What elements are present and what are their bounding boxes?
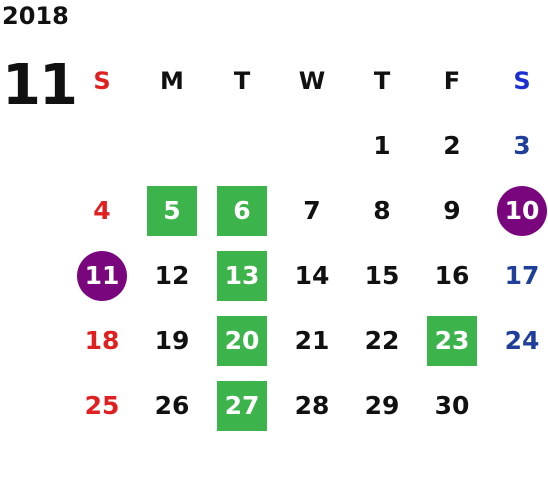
- day-number: 18: [84, 326, 120, 355]
- day-cell[interactable]: 15: [347, 243, 417, 308]
- calendar-month: 11: [2, 53, 78, 118]
- weekday-header-thu: T: [373, 66, 391, 95]
- day-number: 13: [217, 250, 267, 301]
- day-number: 5: [147, 185, 197, 236]
- day-cell[interactable]: 21: [277, 308, 347, 373]
- empty-day-cell: [67, 113, 137, 178]
- day-cell[interactable]: 17: [487, 243, 548, 308]
- day-number: [147, 121, 197, 171]
- day-cell[interactable]: 7: [277, 178, 347, 243]
- day-cell[interactable]: 27: [207, 373, 277, 438]
- day-cell[interactable]: 9: [417, 178, 487, 243]
- day-cell[interactable]: 22: [347, 308, 417, 373]
- day-number: 16: [434, 261, 470, 290]
- day-number: 10: [497, 185, 547, 236]
- day-cell[interactable]: 13: [207, 243, 277, 308]
- day-cell[interactable]: 20: [207, 308, 277, 373]
- day-cell[interactable]: 14: [277, 243, 347, 308]
- weekday-header-sat: S: [513, 66, 531, 95]
- day-cell[interactable]: 26: [137, 373, 207, 438]
- day-number: 9: [443, 196, 461, 225]
- day-cell[interactable]: 2: [417, 113, 487, 178]
- day-number: 12: [154, 261, 190, 290]
- day-cell[interactable]: 5: [137, 178, 207, 243]
- weekday-header-sun: S: [93, 66, 111, 95]
- day-number: 26: [154, 391, 190, 420]
- day-cell[interactable]: 28: [277, 373, 347, 438]
- day-cell[interactable]: 30: [417, 373, 487, 438]
- day-number: 27: [217, 380, 267, 431]
- day-number: 8: [373, 196, 391, 225]
- day-number: 14: [294, 261, 330, 290]
- weekday-header-tue: T: [233, 66, 251, 95]
- day-number: 11: [77, 250, 127, 301]
- weekday-header-fri: F: [443, 66, 461, 95]
- day-cell[interactable]: 29: [347, 373, 417, 438]
- day-number: 7: [303, 196, 321, 225]
- day-cell[interactable]: 12: [137, 243, 207, 308]
- day-number: 3: [513, 131, 531, 160]
- day-number: 2: [443, 131, 461, 160]
- day-number: 21: [294, 326, 330, 355]
- day-number: 28: [294, 391, 330, 420]
- weekday-header-wed: W: [298, 66, 326, 95]
- day-cell[interactable]: 1: [347, 113, 417, 178]
- day-cell[interactable]: 10: [487, 178, 548, 243]
- day-cell[interactable]: 4: [67, 178, 137, 243]
- day-number: 24: [504, 326, 540, 355]
- day-cell[interactable]: 8: [347, 178, 417, 243]
- day-number: [217, 121, 267, 171]
- day-number: 4: [93, 196, 111, 225]
- day-number: 20: [217, 315, 267, 366]
- day-number: [497, 381, 547, 431]
- day-cell[interactable]: 16: [417, 243, 487, 308]
- weekday-header-mon: M: [160, 66, 184, 95]
- day-number: 19: [154, 326, 190, 355]
- day-number: 22: [364, 326, 400, 355]
- day-cell[interactable]: 24: [487, 308, 548, 373]
- day-cell[interactable]: 11: [67, 243, 137, 308]
- empty-day-cell: [487, 373, 548, 438]
- day-cell[interactable]: 19: [137, 308, 207, 373]
- day-cell[interactable]: 3: [487, 113, 548, 178]
- day-number: [77, 121, 127, 171]
- empty-day-cell: [207, 113, 277, 178]
- day-number: 6: [217, 185, 267, 236]
- day-cell[interactable]: 25: [67, 373, 137, 438]
- day-number: 25: [84, 391, 120, 420]
- day-cell[interactable]: 18: [67, 308, 137, 373]
- day-cell[interactable]: 6: [207, 178, 277, 243]
- day-number: 17: [504, 261, 540, 290]
- day-number: [287, 121, 337, 171]
- day-number: 15: [364, 261, 400, 290]
- day-number: 29: [364, 391, 400, 420]
- day-number: 30: [434, 391, 470, 420]
- empty-day-cell: [277, 113, 347, 178]
- empty-day-cell: [137, 113, 207, 178]
- day-number: 1: [373, 131, 391, 160]
- day-cell[interactable]: 23: [417, 308, 487, 373]
- calendar-year: 2018: [2, 2, 69, 30]
- day-number: 23: [427, 315, 477, 366]
